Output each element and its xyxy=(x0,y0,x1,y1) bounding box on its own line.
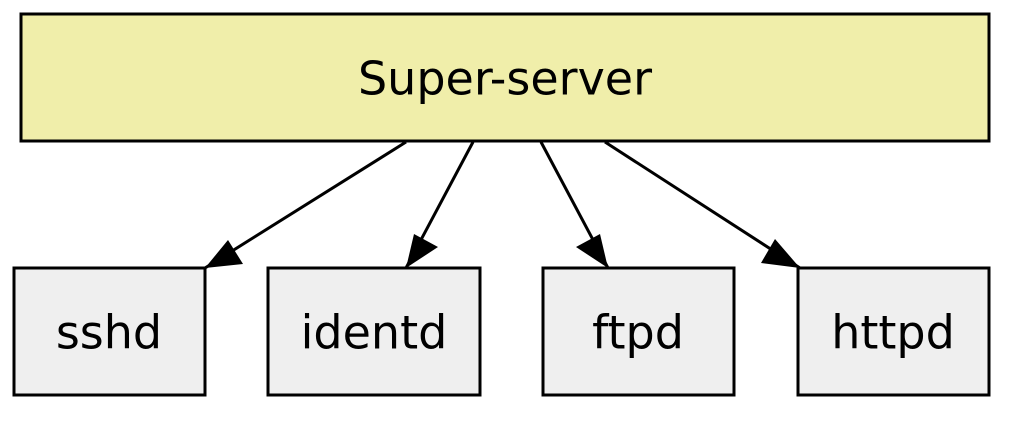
node-sshd: sshd xyxy=(12,266,207,397)
node-identd: identd xyxy=(266,266,482,397)
httpd-label: httpd xyxy=(831,306,955,360)
httpd-box xyxy=(796,266,991,397)
sshd-label: sshd xyxy=(56,306,162,360)
arrowhead-httpd xyxy=(761,239,800,268)
sshd-box xyxy=(12,266,207,397)
arrowhead-ftpd xyxy=(576,234,608,268)
identd-label: identd xyxy=(301,306,448,360)
edge-to-httpd xyxy=(604,140,801,270)
node-httpd: httpd xyxy=(796,266,991,397)
edges xyxy=(204,140,801,270)
super-server-box xyxy=(19,12,991,143)
identd-box xyxy=(266,266,482,397)
node-super-server: Super-server xyxy=(19,12,991,143)
arrowhead-identd xyxy=(406,234,438,268)
edge-to-sshd xyxy=(204,140,407,270)
arrowhead-sshd xyxy=(205,240,243,268)
node-ftpd: ftpd xyxy=(541,266,736,397)
ftpd-box xyxy=(541,266,736,397)
ftpd-label: ftpd xyxy=(592,306,684,360)
super-server-label: Super-server xyxy=(358,52,652,106)
